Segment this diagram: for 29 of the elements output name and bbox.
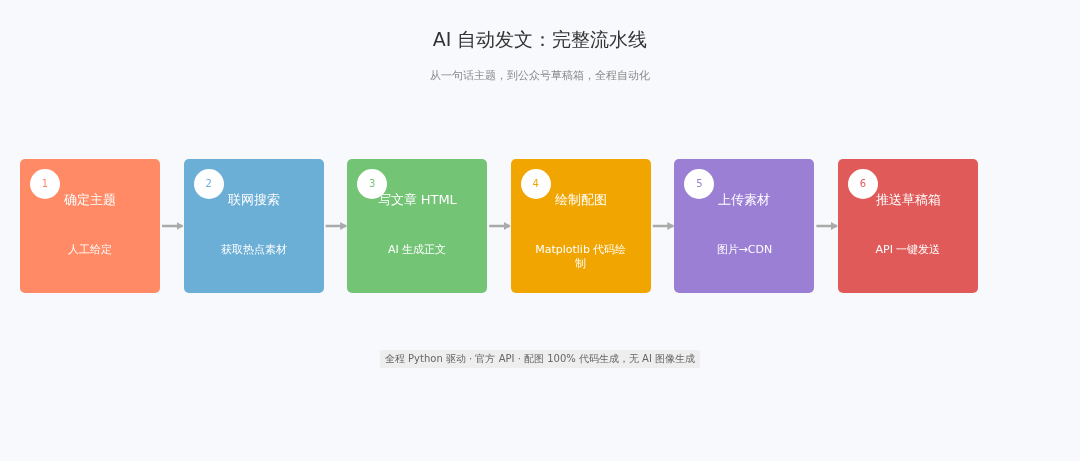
process-card bbox=[510, 159, 651, 293]
arrow bbox=[162, 222, 184, 230]
process-card bbox=[20, 159, 160, 293]
step-number: 6 bbox=[848, 169, 878, 199]
card-description: Matplotlib 代码绘制 bbox=[534, 243, 628, 271]
card-description: 人工给定 bbox=[67, 243, 113, 257]
card-title: 上传素材 bbox=[717, 192, 772, 208]
process-card bbox=[674, 159, 815, 293]
arrow bbox=[652, 222, 675, 230]
step-number: 1 bbox=[30, 169, 60, 199]
arrow bbox=[816, 222, 838, 230]
step-number: 5 bbox=[684, 169, 715, 199]
card-description: 获取热点素材 bbox=[219, 243, 288, 257]
card-description: 图片→CDN bbox=[715, 243, 774, 257]
footer-note: 全程 Python 驱动 · 官方 API · 配图 100% 代码生成，无 AI 图像生成 bbox=[379, 350, 701, 368]
arrow bbox=[325, 222, 348, 230]
card-title: 绘制配图 bbox=[553, 192, 608, 208]
card-description: API 一键发送 bbox=[874, 243, 942, 257]
step-number: 2 bbox=[193, 169, 224, 199]
card-title: 联网搜索 bbox=[226, 192, 281, 208]
arrow bbox=[489, 222, 511, 230]
title: AI 自动发文：完整流水线 bbox=[431, 27, 649, 52]
process-card bbox=[183, 159, 324, 293]
card-title: 确定主题 bbox=[63, 192, 117, 208]
process-card bbox=[838, 159, 978, 293]
subtitle: 从一句话主题，到公众号草稿箱，全程自动化 bbox=[429, 68, 651, 83]
process-card bbox=[347, 159, 488, 293]
card-description: AI 生成正文 bbox=[387, 243, 448, 257]
step-number: 4 bbox=[520, 169, 551, 199]
